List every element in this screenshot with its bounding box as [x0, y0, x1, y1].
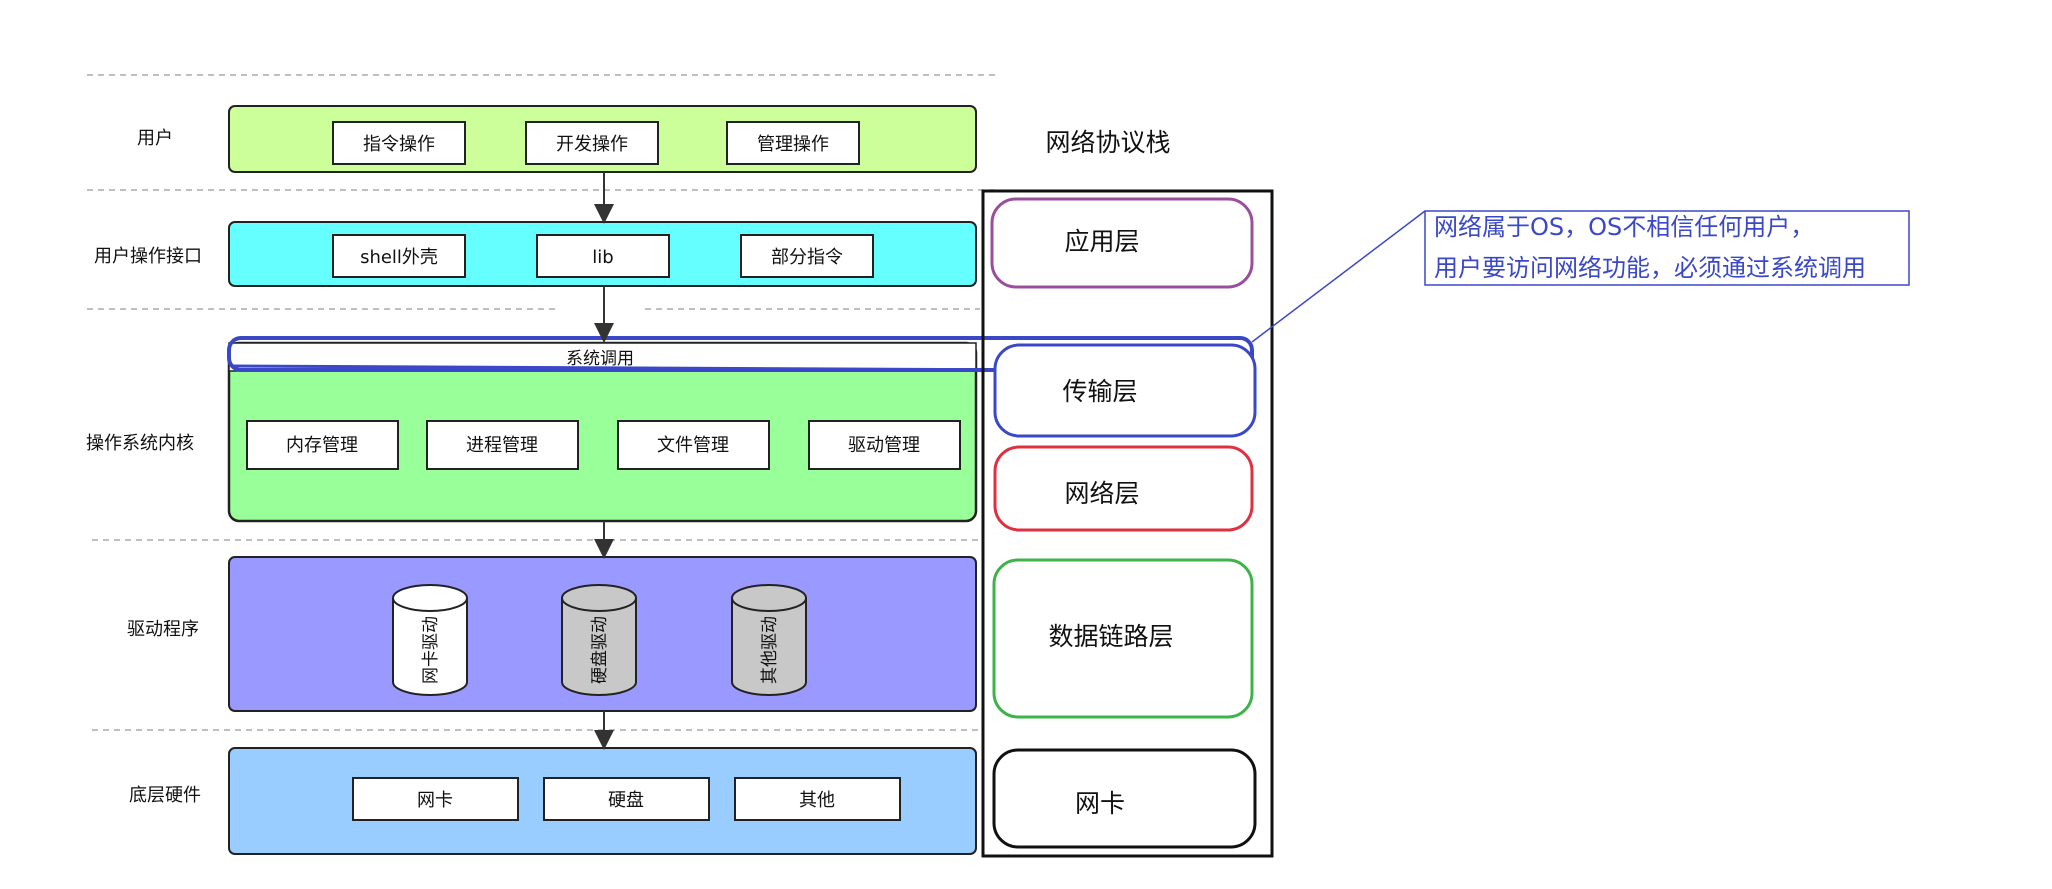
- driver-cylinder: 网卡驱动: [392, 584, 468, 696]
- cylinder-top: [731, 584, 807, 612]
- annotation-line-1: 网络属于OS，OS不相信任何用户，: [1434, 213, 1814, 241]
- module-label: 驱动管理: [848, 435, 920, 456]
- cylinder-top: [561, 584, 637, 612]
- annotation-box: [1424, 210, 1910, 286]
- module-box: [617, 420, 770, 470]
- annotation-leader-line: [1251, 210, 1426, 343]
- module-label: 内存管理: [286, 435, 358, 456]
- cylinder-body: [731, 598, 807, 696]
- module-label: 其他: [799, 790, 835, 811]
- stack-layer-label: 应用层: [1064, 227, 1139, 256]
- module-box: [246, 420, 399, 470]
- module-box: [352, 777, 519, 821]
- driver-cylinder: 其他驱动: [731, 584, 807, 696]
- module-box: [536, 234, 670, 278]
- module-box: [726, 121, 860, 165]
- module-label: lib: [592, 247, 613, 268]
- module-label: 硬盘: [608, 790, 644, 811]
- stack-layer-label: 网卡: [1075, 789, 1125, 818]
- stack-layer-data-link: [992, 558, 1254, 719]
- module-label: 部分指令: [771, 247, 843, 268]
- module-label: 指令操作: [363, 134, 435, 155]
- network-stack-layers: 应用层 传输层 网络层 数据链路层 网卡: [990, 197, 1257, 849]
- kernel-modules: 内存管理 进程管理 文件管理 驱动管理: [246, 420, 961, 470]
- layer-label-drivers: 驱动程序: [127, 619, 199, 640]
- module-label: 开发操作: [556, 134, 628, 155]
- module-box: [808, 420, 961, 470]
- stack-layer-nic: [992, 748, 1257, 849]
- module-box: [525, 121, 659, 165]
- cylinder-body: [392, 598, 468, 696]
- driver-label: 其他驱动: [760, 616, 780, 684]
- network-stack-frame: [981, 189, 1274, 858]
- module-label: 管理操作: [757, 134, 829, 155]
- layer-label-user-interface: 用户操作接口: [94, 246, 202, 267]
- user-modules: 指令操作 开发操作 管理操作: [332, 121, 860, 165]
- cylinder-top: [392, 584, 468, 612]
- stack-layer-label: 数据链路层: [1048, 622, 1173, 651]
- module-box: [740, 234, 874, 278]
- module-box: [332, 234, 466, 278]
- layer-label-kernel: 操作系统内核: [86, 433, 194, 454]
- syscall-highlight-outline: [227, 336, 1254, 372]
- layer-separators: [87, 74, 1000, 731]
- module-box: [426, 420, 579, 470]
- stack-layer-application: [990, 197, 1254, 289]
- cylinder-body: [561, 598, 637, 696]
- stack-layer-label: 传输层: [1062, 377, 1137, 406]
- driver-label: 网卡驱动: [421, 616, 441, 684]
- layer-label-hardware: 底层硬件: [129, 785, 201, 806]
- syscall-label: 系统调用: [566, 349, 634, 369]
- hardware-modules: 网卡 硬盘 其他: [352, 777, 901, 821]
- driver-label: 硬盘驱动: [590, 616, 610, 684]
- driver-cylinder: 硬盘驱动: [561, 584, 637, 696]
- stack-layer-transport: [993, 343, 1257, 438]
- stack-layer-network: [993, 445, 1254, 532]
- module-label: shell外壳: [360, 247, 438, 268]
- annotation-line-2: 用户要访问网络功能，必须通过系统调用: [1434, 254, 1866, 282]
- module-box: [543, 777, 710, 821]
- module-label: 文件管理: [657, 435, 729, 456]
- module-box: [332, 121, 466, 165]
- module-label: 进程管理: [466, 435, 538, 456]
- driver-cylinders: 网卡驱动 硬盘驱动 其他驱动: [392, 584, 807, 696]
- network-stack-title: 网络协议栈: [1045, 128, 1170, 157]
- module-box: [734, 777, 901, 821]
- module-label: 网卡: [417, 790, 453, 811]
- user-interface-modules: shell外壳 lib 部分指令: [332, 234, 874, 278]
- layer-label-user: 用户: [137, 128, 173, 149]
- stack-layer-label: 网络层: [1064, 479, 1139, 508]
